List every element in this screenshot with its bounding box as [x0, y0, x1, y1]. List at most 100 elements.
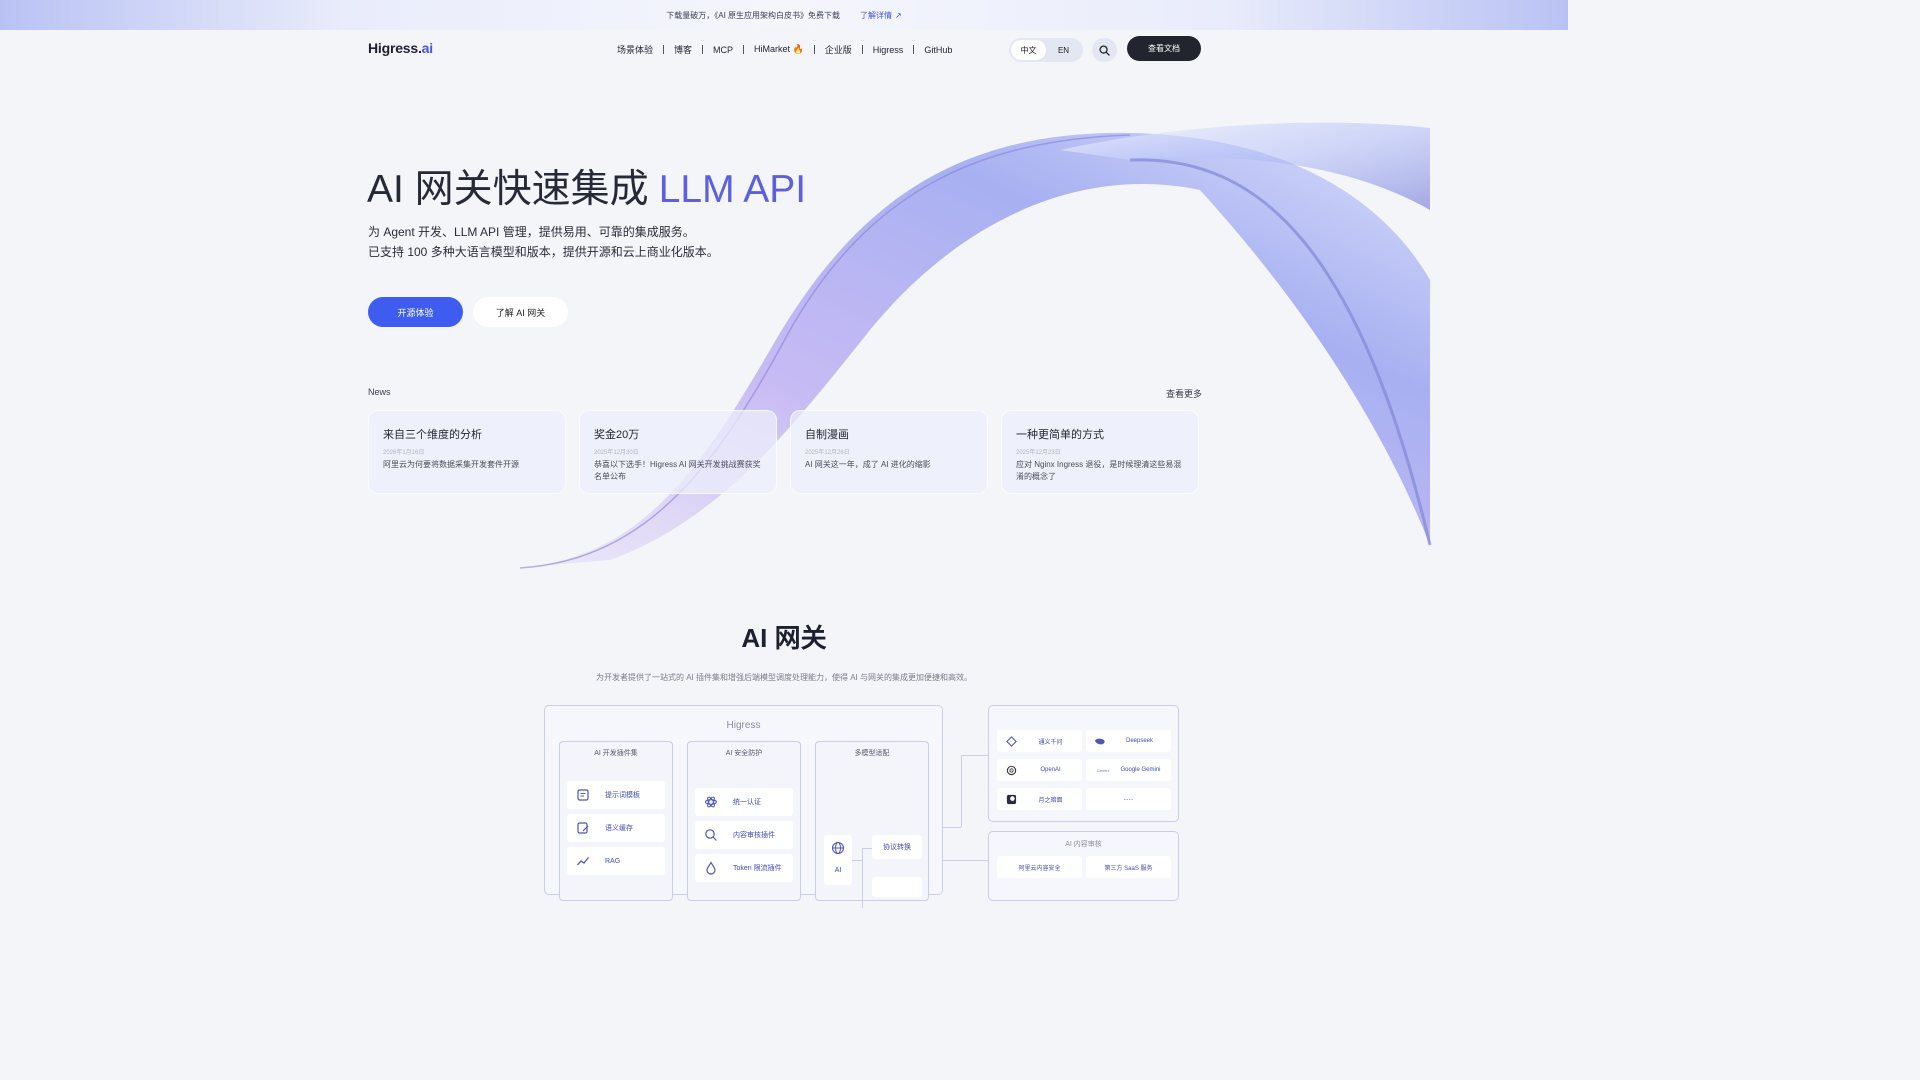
globe-icon	[831, 841, 845, 855]
news-view-more-link[interactable]: 查看更多	[1166, 389, 1203, 399]
view-docs-button[interactable]: 查看文档	[1127, 36, 1201, 61]
search-button[interactable]	[1092, 38, 1117, 62]
qwen-logo-icon	[1005, 735, 1017, 747]
connector-line	[961, 755, 962, 827]
news-card-summary: 阿里云为何要将数据采集开发套件开源	[383, 460, 519, 469]
news-card[interactable]: 自制漫画 2025年12月26日 AI 网关这一年，成了 AI 进化的缩影	[790, 410, 988, 494]
multi-model-adapter-column: 多模型适配 AI 协议转换	[815, 741, 929, 908]
moderation-third-party-saas[interactable]: 第三方 SaaS 服务	[1086, 856, 1171, 878]
moderation-aliyun[interactable]: 阿里云内容安全	[997, 856, 1082, 878]
nav-menu: 场景体验 博客 MCP HiMarket 🔥 企业版 Higress GitHu…	[612, 43, 957, 56]
arch-main-title: Higress	[726, 720, 761, 731]
nav-separator	[861, 45, 863, 54]
atom-icon	[703, 794, 719, 810]
nav-separator	[913, 45, 915, 54]
ai-gateway-section-title: AI 网关	[741, 623, 827, 653]
model-deepseek[interactable]: Deepseek	[1086, 730, 1171, 752]
lang-option-en[interactable]: EN	[1057, 45, 1070, 55]
connector-line	[943, 860, 988, 861]
plugin-unified-auth[interactable]: 统一认证	[695, 788, 793, 816]
moonshot-logo-icon	[1005, 793, 1017, 805]
news-card[interactable]: 一种更简单的方式 2025年12月23日 应对 Nginx Ingress 退役…	[1001, 410, 1199, 494]
nav-separator	[663, 45, 665, 54]
moderation-box-title: AI 内容审核	[1065, 841, 1102, 848]
ai-security-column: AI 安全防护 统一认证 内容审核插件 Token 限流插件	[687, 741, 801, 901]
model-openai[interactable]: OpenAI	[997, 759, 1082, 781]
nav-item-himarket[interactable]: HiMarket 🔥	[754, 44, 804, 54]
ai-adapter-label: AI	[834, 867, 842, 874]
plugin-prompt-template[interactable]: 提示词模板	[567, 781, 665, 809]
deepseek-whale-icon	[1094, 735, 1106, 747]
search-document-icon	[703, 827, 719, 843]
lang-option-zh[interactable]: 中文	[1011, 40, 1046, 60]
banner-text: 下载量破万，《AI 原生应用架构白皮书》免费下载	[666, 10, 841, 20]
column-title: AI 安全防护	[725, 750, 763, 757]
document-icon	[575, 787, 591, 803]
connector-line	[862, 848, 863, 908]
nav-item-blog[interactable]: 博客	[674, 45, 693, 55]
model-moonshot[interactable]: 月之暗面	[997, 788, 1082, 810]
gemini-logo-icon: Gemini	[1096, 767, 1110, 773]
news-card[interactable]: 来自三个维度的分析 2026年1月16日 阿里云为何要将数据采集开发套件开源	[368, 410, 566, 494]
ai-gateway-section-subtitle: 为开发者提供了一站式的 AI 插件集和增强后端模型调度处理能力，使得 AI 与网…	[595, 673, 972, 682]
higress-architecture-box: Higress AI 开发插件集 提示词模板 语义缓存 RAG AI 安全防护 …	[544, 705, 943, 908]
connector-line	[943, 827, 961, 828]
column-title: 多模型适配	[854, 750, 890, 757]
nav-item-mcp[interactable]: MCP	[713, 44, 734, 55]
model-more[interactable]: ......	[1086, 788, 1171, 810]
external-arrow-icon: ↗	[895, 10, 902, 20]
nav-item-github[interactable]: GitHub	[924, 44, 953, 55]
news-card-summary: AI 网关这一年，成了 AI 进化的缩影	[805, 460, 931, 469]
openai-logo-icon	[1005, 764, 1017, 776]
higress-logo[interactable]: Higress.ai	[368, 40, 433, 56]
news-card-title: 奖金20万	[594, 429, 640, 441]
open-source-try-button[interactable]: 开源体验	[368, 297, 463, 327]
learn-ai-gateway-button[interactable]: 了解 AI 网关	[473, 297, 568, 327]
plugin-rag[interactable]: RAG	[567, 847, 665, 875]
model-google-gemini[interactable]: Gemini Google Gemini	[1086, 759, 1171, 781]
nav-separator	[813, 45, 815, 54]
news-card-date: 2026年1月16日	[383, 450, 425, 456]
news-card-title: 来自三个维度的分析	[383, 429, 482, 441]
hero-subtitle: 为 Agent 开发、LLM API 管理，提供易用、可靠的集成服务。 已支持 …	[368, 225, 719, 259]
news-card-title: 自制漫画	[805, 429, 849, 441]
news-label: News	[368, 387, 391, 397]
news-card-title: 一种更简单的方式	[1016, 429, 1104, 441]
plugin-semantic-cache[interactable]: 语义缓存	[567, 814, 665, 842]
top-announcement-banner: 下载量破万，《AI 原生应用架构白皮书》免费下载 了解详情↗	[0, 0, 1568, 30]
connector-line	[862, 848, 872, 849]
news-card-date: 2025年12月26日	[805, 450, 850, 456]
nav-item-scenarios[interactable]: 场景体验	[617, 45, 654, 55]
news-card-date: 2025年12月30日	[594, 450, 639, 456]
model-qwen[interactable]: 通义千问	[997, 730, 1082, 752]
connector-line	[852, 860, 862, 861]
news-card-date: 2025年12月23日	[1016, 450, 1061, 456]
nav-separator	[743, 45, 745, 54]
nav-item-enterprise[interactable]: 企业版	[824, 45, 852, 55]
protocol-conversion-node[interactable]: 协议转换	[872, 835, 922, 859]
adapter-node-placeholder	[872, 877, 922, 897]
news-card[interactable]: 奖金20万 2025年12月30日 恭喜以下选手！Higress AI 网关开发…	[579, 410, 777, 494]
news-card-list: 来自三个维度的分析 2026年1月16日 阿里云为何要将数据采集开发套件开源 奖…	[368, 410, 1199, 494]
nav-item-higress[interactable]: Higress	[872, 44, 904, 55]
llm-providers-box: 通义千问 Deepseek OpenAI Gemini Google Gemin…	[988, 705, 1179, 822]
plugin-token-rate-limit[interactable]: Token 限流插件	[695, 854, 793, 882]
trend-chart-icon	[575, 853, 591, 869]
ai-content-moderation-box: AI 内容审核 阿里云内容安全 第三方 SaaS 服务	[988, 831, 1179, 901]
top-navigation: Higress.ai 场景体验 博客 MCP HiMarket 🔥 企业版 Hi…	[0, 30, 1568, 68]
plugin-content-moderation[interactable]: 内容审核插件	[695, 821, 793, 849]
news-card-summary: 应对 Nginx Ingress 退役，是时候理清这些易混淆的概念了	[1016, 460, 1182, 481]
search-icon	[1099, 44, 1110, 56]
connector-line	[961, 755, 988, 756]
fire-icon: 🔥	[792, 44, 804, 54]
language-toggle: 中文 EN	[1009, 38, 1083, 62]
ai-dev-plugins-column: AI 开发插件集 提示词模板 语义缓存 RAG	[559, 741, 673, 901]
droplet-icon	[703, 860, 719, 876]
nav-separator	[702, 45, 704, 54]
ai-adapter-node: AI	[824, 835, 852, 885]
edit-icon	[575, 820, 591, 836]
news-card-summary: 恭喜以下选手！Higress AI 网关开发挑战赛获奖名单公布	[594, 460, 761, 481]
banner-learn-more-link[interactable]: 了解详情↗	[860, 10, 902, 20]
hero-title-accent: LLM API	[658, 168, 807, 211]
